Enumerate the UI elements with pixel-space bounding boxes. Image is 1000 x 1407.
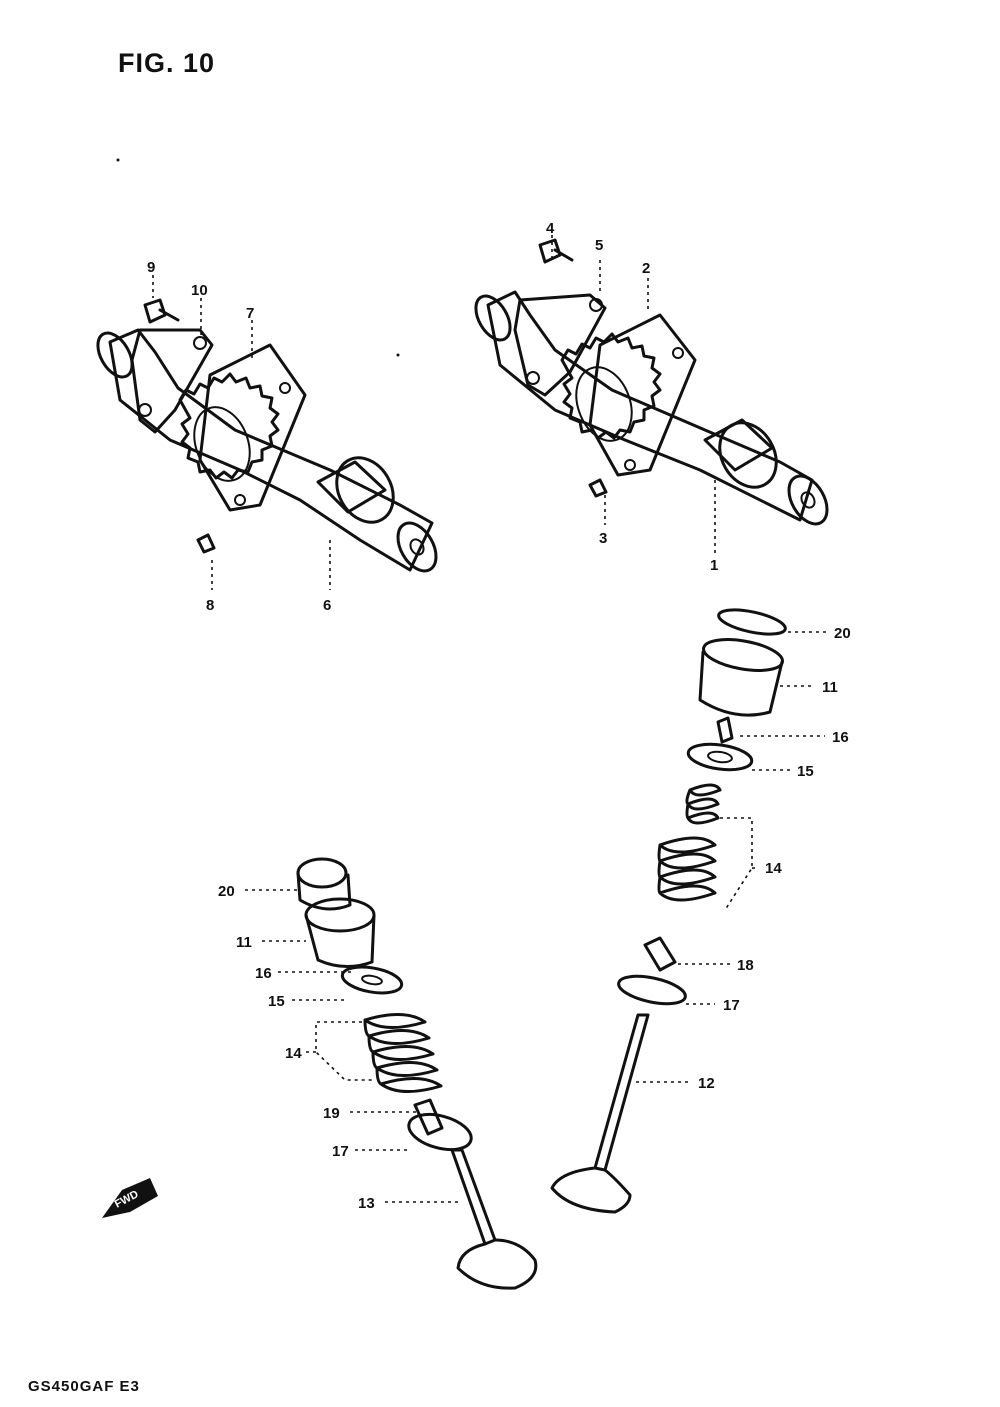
callout-15-right: 15 — [797, 763, 814, 780]
callout-16-right: 16 — [832, 729, 849, 746]
speck — [396, 353, 400, 357]
callout-15-left: 15 — [268, 993, 285, 1010]
callout-4: 4 — [546, 220, 555, 237]
callout-11-left: 11 — [236, 934, 252, 951]
callout-1: 1 — [710, 557, 718, 574]
left-valve-stack — [296, 857, 538, 1290]
callout-17-right: 17 — [723, 997, 740, 1014]
callout-14-left: 14 — [285, 1045, 302, 1062]
model-code: GS450GAF E3 — [28, 1378, 140, 1395]
callout-13: 13 — [358, 1195, 375, 1212]
callout-5: 5 — [595, 237, 603, 254]
callout-10: 10 — [191, 282, 208, 299]
callout-2: 2 — [642, 260, 650, 277]
callout-19: 19 — [323, 1105, 340, 1122]
callout-7: 7 — [246, 305, 254, 322]
callout-20-left: 20 — [218, 883, 235, 900]
callout-11-right: 11 — [822, 679, 838, 696]
callout-8: 8 — [206, 597, 214, 614]
callout-9: 9 — [147, 259, 155, 276]
callout-20-right: 20 — [834, 625, 851, 642]
callout-18: 18 — [737, 957, 754, 974]
figure-title: FIG. 10 — [118, 48, 216, 78]
callout-3: 3 — [599, 530, 607, 547]
right-valve-stack — [550, 608, 787, 1214]
left-camshaft-assembly — [96, 298, 438, 573]
speck — [116, 158, 120, 162]
callout-labels: 9 10 7 8 6 4 5 2 3 1 20 11 16 15 14 18 1… — [147, 220, 851, 1212]
callout-6: 6 — [323, 597, 331, 614]
callout-14-right: 14 — [765, 860, 782, 877]
callout-16-left: 16 — [255, 965, 272, 982]
leader-lines — [152, 235, 828, 1203]
callout-17-left: 17 — [332, 1143, 349, 1160]
right-camshaft-assembly — [474, 238, 829, 526]
forward-arrow-icon: FWD — [102, 1178, 158, 1218]
callout-12: 12 — [698, 1075, 715, 1092]
